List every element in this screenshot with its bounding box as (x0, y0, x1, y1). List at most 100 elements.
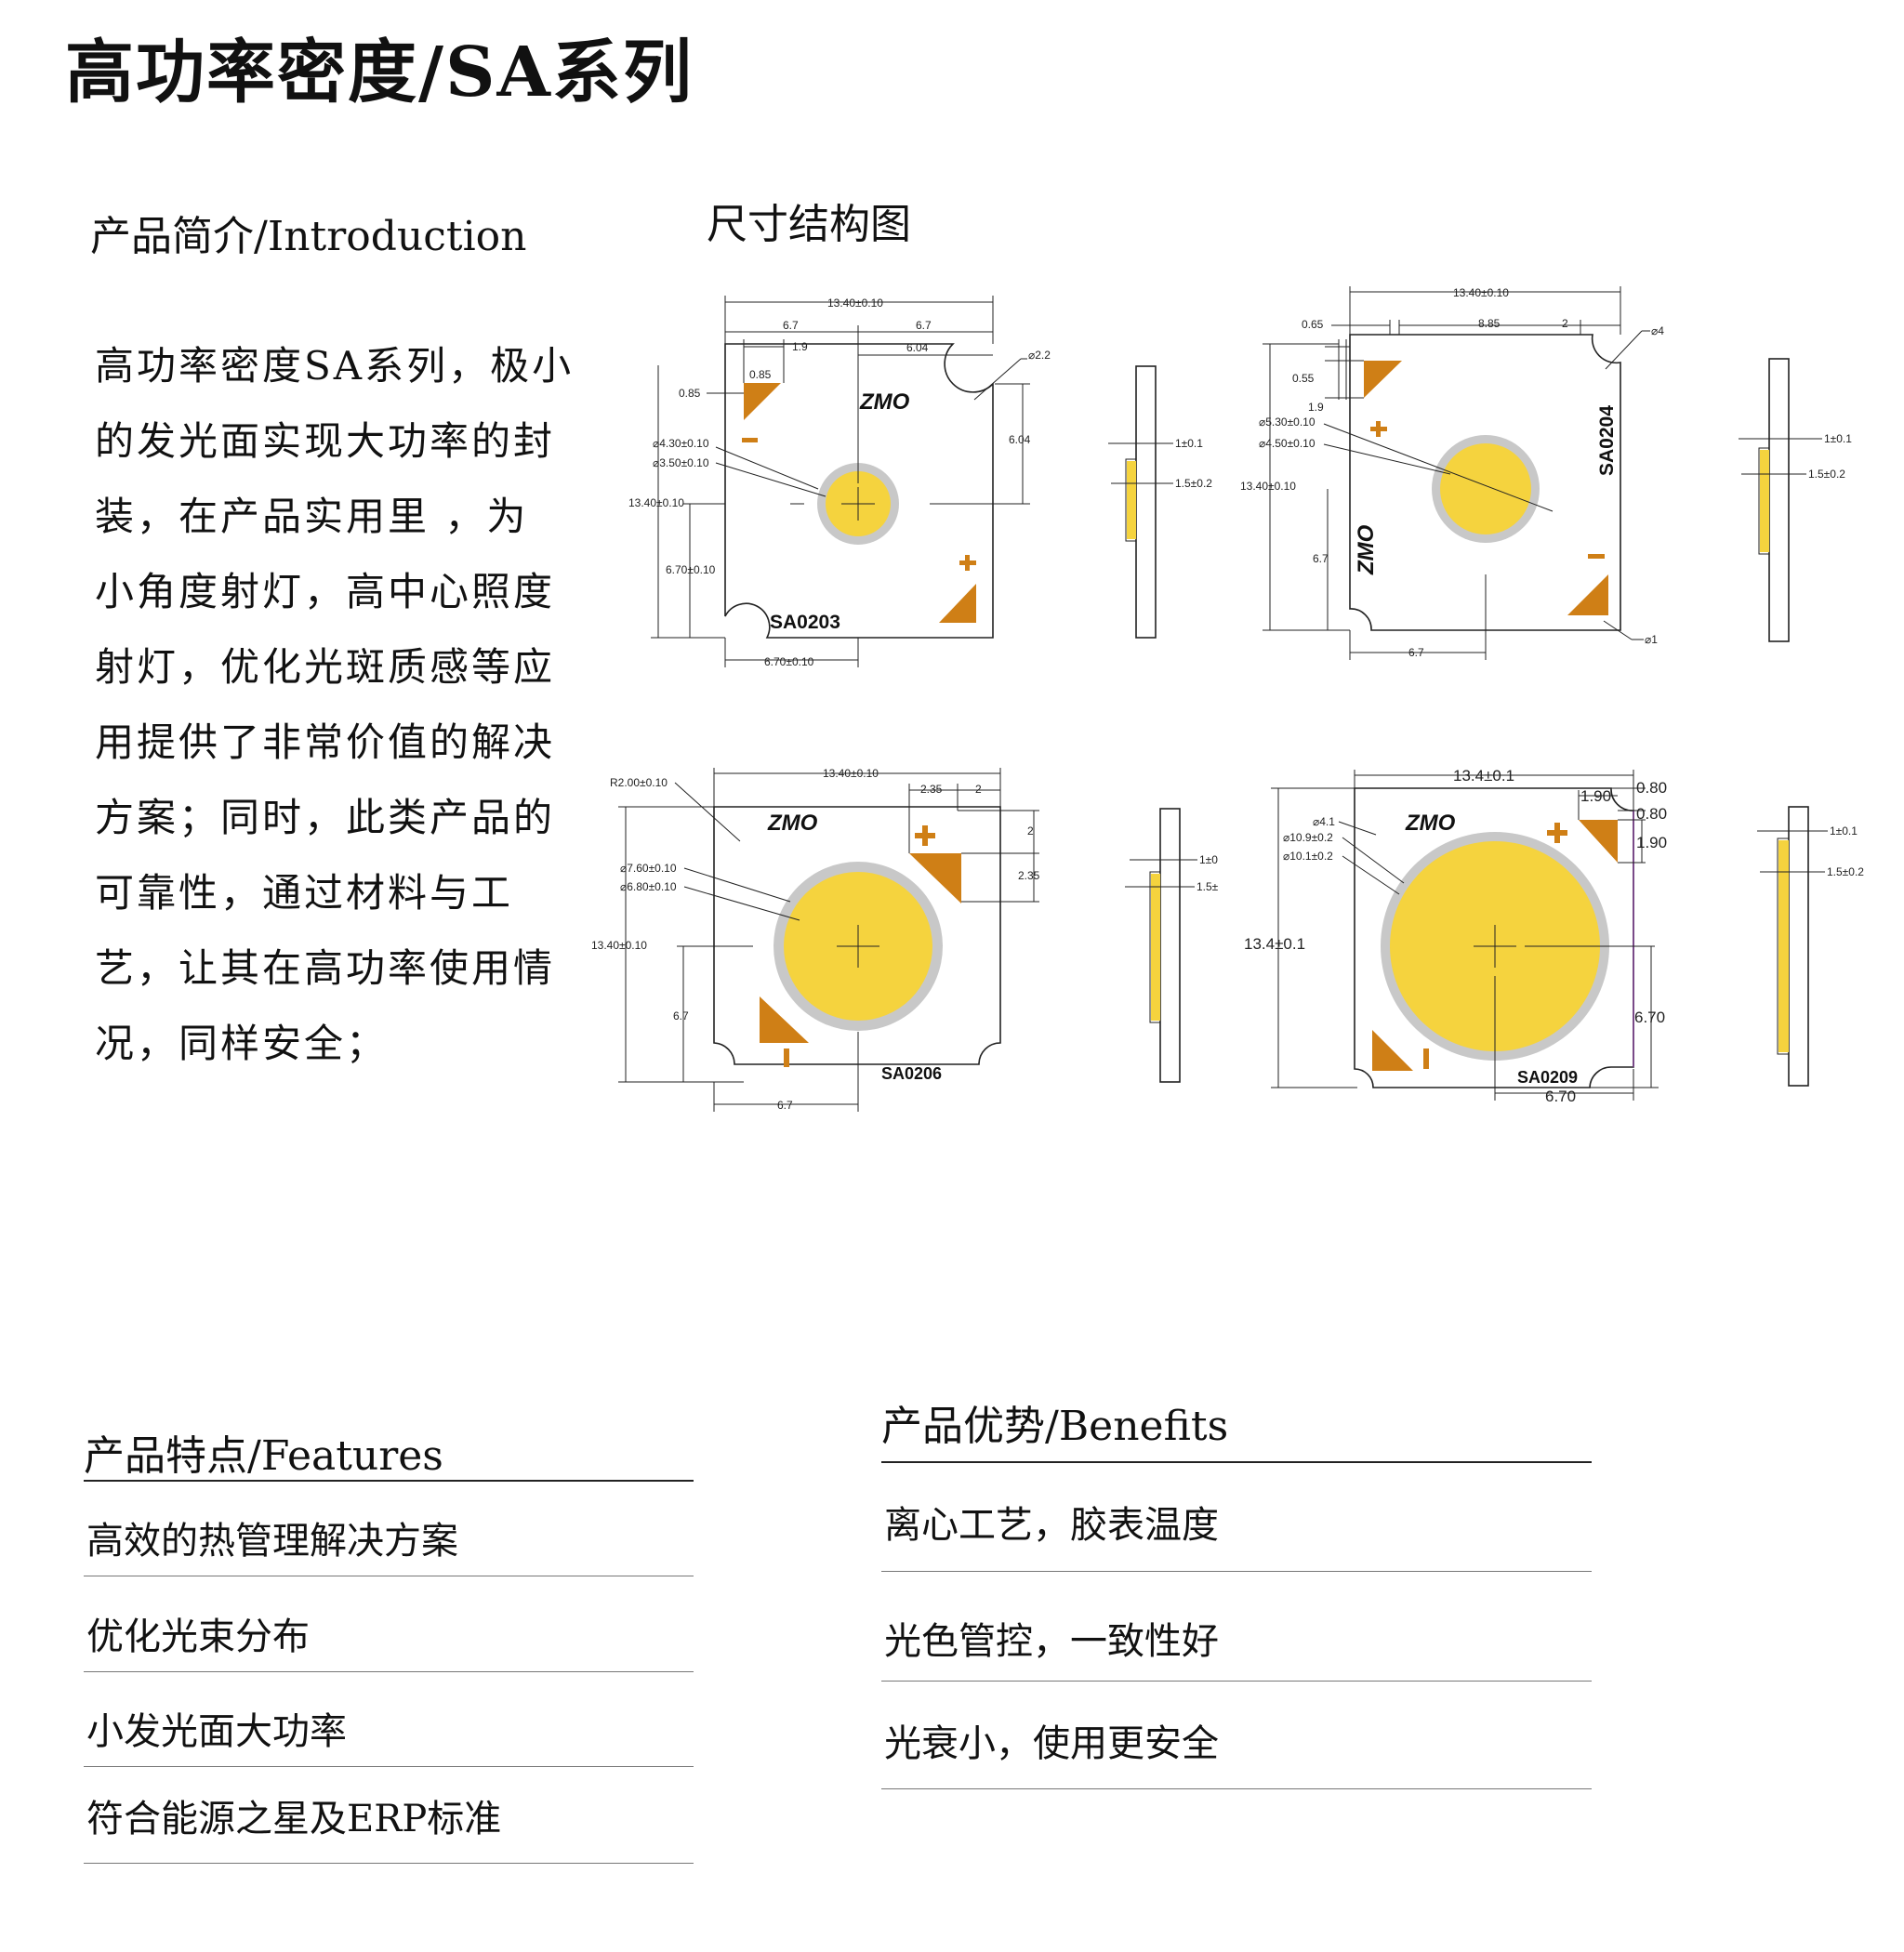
negative-pad (760, 996, 809, 1043)
diagram-heading: 尺寸结构图 (707, 201, 911, 248)
dim-label: 0.55 (1292, 372, 1315, 385)
dim-label: 13.40±0.10 (823, 767, 879, 780)
dim-label: 13.40±0.10 (628, 496, 684, 509)
intro-line: 装，在产品实用里 ，为 (95, 494, 529, 539)
dim-label: 1.5±0.2 (1175, 477, 1212, 490)
divider (84, 1766, 694, 1767)
drawing-sa0203: ZMO SA0203 13.40±0.10 6.7 6.7 1.9 6.04 0… (628, 296, 1212, 668)
minus-sign (742, 438, 758, 442)
positive-pad (939, 584, 976, 623)
model-label: SA0204 (1596, 405, 1618, 476)
dim-label: 1.9 (792, 340, 808, 353)
feature-item: 优化光束分布 (86, 1616, 310, 1658)
drawing-sa0204: ZMO SA0204 13.40±0.10 0.65 8.85 2 ⌀4 0.5… (1240, 286, 1852, 660)
dim-label: 6.70±0.10 (666, 563, 716, 576)
dim-label: 0.80 (1636, 805, 1667, 823)
dim-label: 13.4±0.1 (1453, 767, 1514, 785)
plus-sign (1376, 421, 1381, 437)
dim-label: 1.9 (1308, 401, 1324, 414)
negative-pad (744, 383, 781, 420)
dim-label: ⌀6.80±0.10 (620, 880, 677, 893)
dim-label: 13.40±0.10 (1240, 480, 1296, 493)
divider (84, 1671, 694, 1672)
dim-label: 0.85 (749, 368, 772, 381)
drawing-sa0206: ZMO SA0206 13.40±0.10 2.35 2 2 2.35 R2.0… (591, 767, 1219, 1112)
minus-sign (784, 1049, 789, 1067)
intro-line: 艺，让其在高功率使用情 (95, 945, 556, 991)
minus-sign (1588, 554, 1605, 559)
plus-sign (1554, 823, 1560, 843)
side-view (1135, 365, 1157, 639)
benefits-heading-rule (881, 1461, 1592, 1463)
divider (881, 1788, 1592, 1789)
dim-label: 1±0 (1199, 853, 1218, 866)
side-view (1159, 808, 1181, 1083)
benefit-item: 光色管控，一致性好 (884, 1620, 1219, 1663)
dim-label: 1±0.1 (1175, 437, 1203, 450)
dim-label: 2.35 (1018, 869, 1040, 882)
divider (84, 1863, 694, 1864)
benefit-item: 光衰小，使用更安全 (884, 1722, 1219, 1765)
positive-pad (1567, 574, 1608, 615)
dim-label: 0.85 (679, 387, 701, 400)
page-title: 高功率密度/SA系列 (65, 33, 694, 112)
dim-label: 2.35 (920, 783, 943, 796)
dim-label: 6.7 (673, 1009, 689, 1022)
dim-label: ⌀10.1±0.2 (1283, 850, 1333, 863)
negative-pad (1364, 361, 1402, 398)
side-view (1788, 806, 1809, 1087)
dim-label: 6.7 (916, 319, 932, 332)
model-label: SA0203 (770, 612, 840, 633)
intro-line: 用提供了非常价值的解决 (95, 719, 556, 765)
dim-label: 6.04 (1009, 433, 1031, 446)
dim-label: ⌀4.1 (1313, 815, 1335, 828)
side-view (1768, 358, 1790, 642)
dim-label: 1.90 (1580, 787, 1611, 805)
negative-pad (1372, 1030, 1413, 1071)
dim-label: 2 (1562, 317, 1568, 330)
dim-label: ⌀4.50±0.10 (1259, 437, 1316, 450)
positive-pad (1579, 820, 1618, 863)
dim-label: 6.70 (1634, 1009, 1665, 1026)
dim-label: 1.5±0.2 (1808, 468, 1845, 481)
dim-label: 13.40±0.10 (827, 297, 883, 310)
dim-label: ⌀7.60±0.10 (620, 862, 677, 875)
intro-line: 高功率密度SA系列，极小 (95, 343, 575, 389)
drawing-sa0209: ZMO SA0209 13.4±0.1 1.90 0.80 0.80 1.90 … (1244, 767, 1864, 1105)
dim-label: ⌀5.30±0.10 (1259, 415, 1316, 429)
intro-line: 小角度射灯，高中心照度 (95, 569, 556, 614)
dim-label: 6.04 (906, 341, 929, 354)
dim-label: 13.4±0.1 (1244, 935, 1305, 953)
dim-label: 6.7 (783, 319, 799, 332)
dim-label: 6.7 (1313, 552, 1329, 565)
zmo-logo: ZMO (1354, 524, 1379, 575)
features-heading: 产品特点/Features (84, 1432, 443, 1480)
dim-label: 2 (1027, 824, 1034, 838)
dim-label: ⌀3.50±0.10 (653, 456, 709, 469)
feature-item: 符合能源之星及ERP标准 (86, 1798, 502, 1840)
intro-line: 况，同样安全； (95, 1021, 389, 1066)
benefit-item: 离心工艺，胶表温度 (884, 1504, 1219, 1547)
dim-label: 6.7 (777, 1099, 793, 1112)
dim-label: ⌀2.2 (1028, 349, 1051, 362)
benefits-heading: 产品优势/Benefits (881, 1403, 1229, 1450)
positive-pad (909, 853, 961, 903)
dim-label: 6.70 (1545, 1088, 1576, 1105)
dim-label: ⌀4 (1651, 324, 1664, 337)
dim-label: 13.40±0.10 (591, 939, 647, 952)
dim-label: 0.65 (1302, 318, 1324, 331)
dim-label: 0.80 (1636, 779, 1667, 797)
intro-line: 可靠性，通过材料与工 (95, 870, 514, 916)
model-label: SA0209 (1517, 1068, 1578, 1087)
dim-label: 1.5± (1197, 880, 1219, 893)
dim-label: 1.90 (1636, 834, 1667, 851)
divider (881, 1571, 1592, 1572)
model-label: SA0206 (881, 1064, 942, 1083)
dim-label: R2.00±0.10 (610, 776, 668, 789)
dim-label: ⌀10.9±0.2 (1283, 831, 1333, 844)
minus-sign (1423, 1049, 1429, 1069)
dim-label: 1±0.1 (1824, 432, 1852, 445)
dim-label: 13.40±0.10 (1453, 286, 1509, 299)
feature-item: 小发光面大功率 (86, 1710, 347, 1753)
intro-line: 射灯，优化光斑质感等应 (95, 644, 556, 690)
